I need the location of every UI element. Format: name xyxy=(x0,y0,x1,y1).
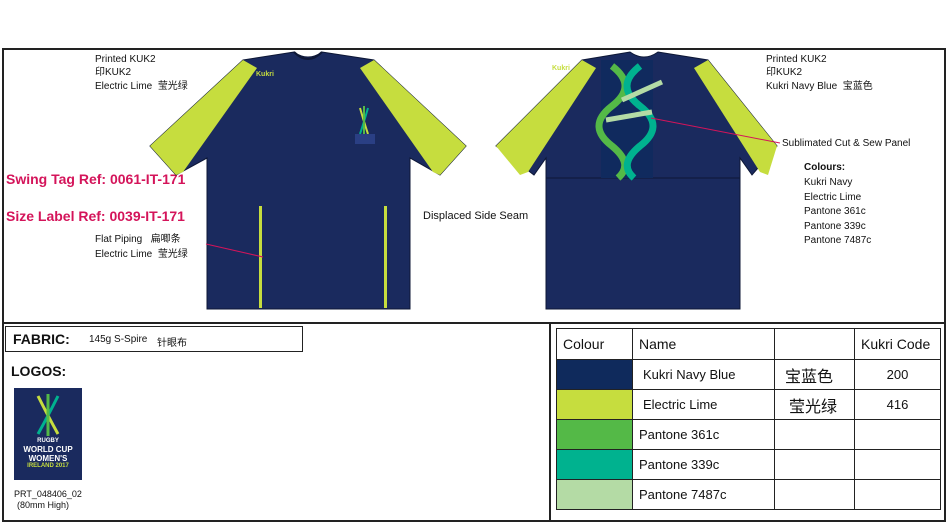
colour-name: Pantone 361c xyxy=(632,419,775,450)
front-right-piping xyxy=(384,206,387,308)
swatch-fill xyxy=(557,360,632,389)
piping-colour-cn: 莹光绿 xyxy=(157,249,188,260)
colours-list-item: Electric Lime xyxy=(804,191,862,203)
back-left-shoulder-stripe xyxy=(496,60,596,175)
rwc-logo-text: RUGBY WORLD CUP WOMEN'S IRELAND 2017 xyxy=(14,438,82,470)
spec-sheet-frame xyxy=(2,48,946,522)
rwc-logo-line4: IRELAND 2017 xyxy=(27,463,69,469)
logo-size: (80mm High) xyxy=(17,500,70,510)
header-cn xyxy=(774,328,855,360)
colour-code xyxy=(854,479,941,510)
piping-colour-name: Electric Lime xyxy=(95,249,153,260)
swatch-fill xyxy=(557,450,632,479)
logo-ref: PRT_048406_02 xyxy=(14,489,82,499)
front-colour-label: Electric Lime 莹光绿 xyxy=(95,81,188,93)
colour-code xyxy=(854,449,941,480)
size-label-ref: Size Label Ref: 0039-IT-171 xyxy=(6,208,185,224)
colours-list-item: Kukri Navy xyxy=(804,177,853,188)
front-brand-mark: Kukri xyxy=(256,71,274,78)
fabric-value-cn: 针眼布 xyxy=(157,338,187,349)
back-shirt: Kukri xyxy=(495,51,778,310)
front-crest-icon xyxy=(355,106,375,144)
back-brand-mark: Kukri xyxy=(552,65,570,72)
front-shirt: Kukri xyxy=(149,51,467,310)
colour-cn: 莹光绿 xyxy=(774,389,855,420)
rwc-logo-line3: WOMEN'S xyxy=(28,454,68,463)
colour-cn: 宝蓝色 xyxy=(774,359,855,390)
swatch-fill xyxy=(557,390,632,419)
piping-leader-line xyxy=(205,243,264,258)
colour-swatch xyxy=(556,359,633,390)
swatch-fill xyxy=(557,480,632,509)
front-left-piping xyxy=(259,206,262,308)
colour-cn xyxy=(774,479,855,510)
logos-label: LOGOS: xyxy=(11,363,67,379)
back-print-cn: 印KUK2 xyxy=(766,67,803,78)
piping-colour-label: Electric Lime 莹光绿 xyxy=(95,249,188,261)
colour-cn xyxy=(774,419,855,450)
colour-code xyxy=(854,419,941,450)
colours-list-item: Pantone 339c xyxy=(804,220,866,232)
colour-code: 200 xyxy=(854,359,941,390)
table-row: Kukri Navy Blue 宝蓝色 200 xyxy=(556,359,941,390)
colour-cn xyxy=(774,449,855,480)
colours-list-item: Pantone 7487c xyxy=(804,235,872,246)
fabric-box: FABRIC: 145g S-Spire 针眼布 xyxy=(5,326,303,352)
colour-name: Pantone 7487c xyxy=(632,479,775,510)
front-left-shoulder-stripe xyxy=(150,60,257,175)
colour-table: Colour Name Kukri Code Kukri Navy Blue 宝… xyxy=(556,328,941,510)
fabric-value: 145g S-Spire xyxy=(89,334,148,345)
braid-pattern-icon xyxy=(595,63,664,181)
swing-tag-ref: Swing Tag Ref: 0061-IT-171 xyxy=(6,171,186,187)
table-header-row: Colour Name Kukri Code xyxy=(556,328,941,360)
colour-swatch xyxy=(556,479,633,510)
header-colour: Colour xyxy=(556,328,633,360)
table-row: Pantone 361c xyxy=(556,419,941,450)
table-row: Electric Lime 莹光绿 416 xyxy=(556,389,941,420)
front-colour-name: Electric Lime xyxy=(95,81,153,92)
colour-name: Kukri Navy Blue xyxy=(632,359,775,390)
piping-cn: 扁唧条 xyxy=(150,234,181,245)
header-kukri-code: Kukri Code xyxy=(854,328,941,360)
garment-drawings: Kukri Kukri xyxy=(149,51,781,310)
column-divider xyxy=(549,322,551,522)
colours-title: Colours: xyxy=(804,162,846,173)
colours-list: Kukri Navy Electric Lime Pantone 361c Pa… xyxy=(804,176,871,249)
back-colour-label: Kukri Navy Blue 宝蓝色 xyxy=(766,81,873,93)
header-name: Name xyxy=(632,328,775,360)
back-colour-cn: 宝蓝色 xyxy=(842,81,873,92)
rwc-logo-line1: RUGBY xyxy=(37,438,59,444)
colour-swatch xyxy=(556,449,633,480)
rwc-logo-icon xyxy=(36,394,60,436)
colour-name: Electric Lime xyxy=(632,389,775,420)
front-colour-cn: 莹光绿 xyxy=(157,81,188,92)
colour-code: 416 xyxy=(854,389,941,420)
section-divider xyxy=(2,322,946,324)
piping-label: Flat Piping 扁唧条 xyxy=(95,234,181,246)
fabric-label: FABRIC: xyxy=(13,331,70,347)
back-right-shoulder-stripe xyxy=(694,60,777,175)
swatch-fill xyxy=(557,420,632,449)
front-printed-label: Printed KUK2 xyxy=(95,54,156,65)
colour-swatch xyxy=(556,389,633,420)
rwc-logo-line2: WORLD CUP xyxy=(23,445,73,454)
front-print-cn: 印KUK2 xyxy=(95,67,132,78)
panel-label: Sublimated Cut & Sew Panel xyxy=(782,138,911,149)
rwc-logo: RUGBY WORLD CUP WOMEN'S IRELAND 2017 xyxy=(14,388,82,480)
front-right-shoulder-stripe xyxy=(360,60,466,175)
table-row: Pantone 7487c xyxy=(556,479,941,510)
colour-swatch xyxy=(556,419,633,450)
colours-list-item: Pantone 361c xyxy=(804,206,866,217)
back-printed-label: Printed KUK2 xyxy=(766,54,827,65)
table-row: Pantone 339c xyxy=(556,449,941,480)
piping-name: Flat Piping xyxy=(95,234,143,245)
colour-name: Pantone 339c xyxy=(632,449,775,480)
displaced-side-seam-label: Displaced Side Seam xyxy=(423,210,529,222)
panel-leader-line xyxy=(650,117,781,144)
back-colour-name: Kukri Navy Blue xyxy=(766,81,838,92)
